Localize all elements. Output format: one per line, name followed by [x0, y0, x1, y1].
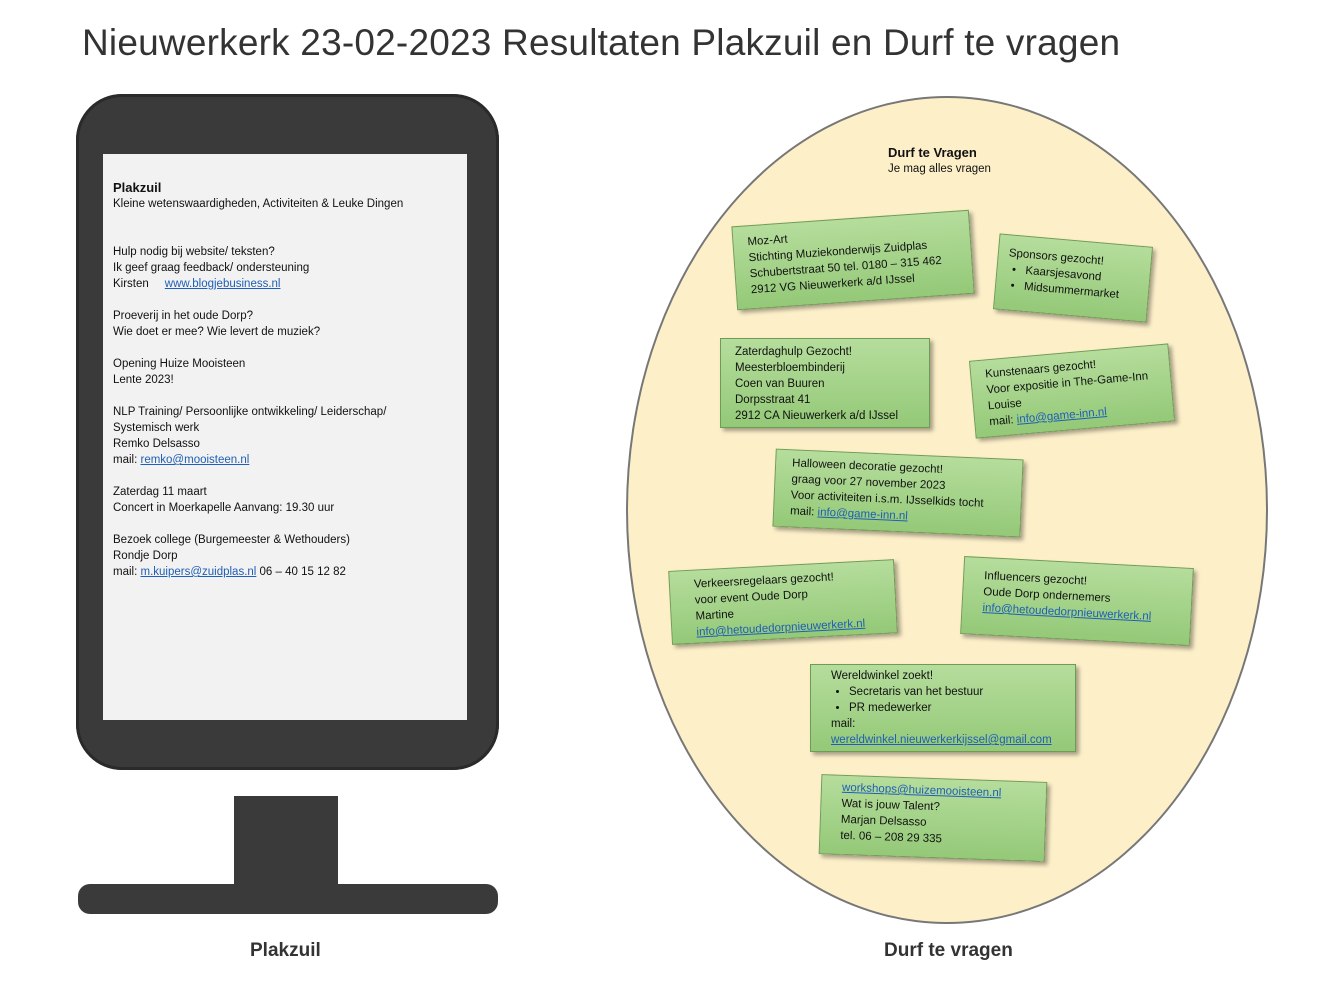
email-link[interactable]: remko@mooisteen.nl [140, 454, 250, 466]
note-wereldwinkel: Wereldwinkel zoekt! Secretaris van het b… [810, 664, 1076, 752]
plakzuil-screen [103, 154, 467, 720]
note-sponsors: Sponsors gezocht! Kaarsjesavond Midsumme… [992, 233, 1154, 323]
note-line: Dorpsstraat 41 [735, 394, 811, 406]
note-list-item: Secretaris van het bestuur [849, 684, 1055, 700]
text-line: Rondje Dorp [113, 550, 178, 562]
email-link[interactable]: wereldwinkel.nieuwerkerkijssel@gmail.com [831, 734, 1052, 746]
text-line: Opening Huize Mooisteen [113, 358, 246, 370]
text-line: NLP Training/ Persoonlijke ontwikkeling/… [113, 406, 387, 418]
email-link[interactable]: m.kuipers@zuidplas.nl [140, 566, 257, 578]
note-influencers: Influencers gezocht! Oude Dorp onderneme… [960, 556, 1194, 646]
mail-label: mail: [789, 505, 818, 519]
mail-label: mail: [113, 454, 141, 466]
text-line: Proeverij in het oude Dorp? [113, 310, 253, 322]
plakzuil-content: Plakzuil Kleine wetenswaardigheden, Acti… [113, 180, 463, 580]
text-line: Bezoek college (Burgemeester & Wethouder… [113, 534, 350, 546]
text-line: Wie doet er mee? Wie levert de muziek? [113, 326, 321, 338]
mail-label: mail: [831, 718, 856, 730]
note-line: Coen van Buuren [735, 378, 825, 390]
caption-plakzuil: Plakzuil [250, 940, 321, 961]
plakzuil-subheading: Kleine wetenswaardigheden, Activiteiten … [113, 198, 404, 210]
note-halloween: Halloween decoratie gezocht! graag voor … [772, 448, 1024, 538]
text-line: Concert in Moerkapelle Aanvang: 19.30 uu… [113, 502, 335, 514]
text-line: Zaterdag 11 maart [113, 486, 207, 498]
durf-subtitle: Je mag alles vragen [888, 163, 991, 175]
note-verkeersregelaars: Verkeersregelaars gezocht! voor event Ou… [668, 559, 898, 645]
note-moz-art: Moz-Art Stichting Muziekonderwijs Zuidpl… [731, 209, 975, 311]
text-line: Systemisch werk [113, 422, 200, 434]
note-line: Zaterdaghulp Gezocht! [735, 346, 852, 358]
text-name: Kirsten [113, 278, 149, 290]
plakzuil-stand-neck [234, 796, 338, 886]
note-line: 2912 CA Nieuwerkerk a/d IJssel [735, 410, 898, 422]
plakzuil-heading: Plakzuil [113, 180, 162, 195]
page-title: Nieuwerkerk 23-02-2023 Resultaten Plakzu… [82, 22, 1121, 63]
text-line: Lente 2023! [113, 374, 174, 386]
note-list-item: PR medewerker [849, 700, 1055, 716]
mail-label: mail: [988, 413, 1018, 429]
note-huize-mooisteen: workshops@huizemooisteen.nl Wat is jouw … [818, 774, 1048, 862]
website-link[interactable]: www.blogjebusiness.nl [164, 278, 281, 290]
note-zaterdaghulp: Zaterdaghulp Gezocht! Meesterbloembinder… [720, 338, 930, 428]
text-line: Remko Delsasso [113, 438, 200, 450]
phone-number: 06 – 40 15 12 82 [256, 566, 346, 578]
note-line: Meesterbloembinderij [735, 362, 845, 374]
email-link[interactable]: info@game-inn.nl [817, 506, 909, 523]
plakzuil-stand-base [78, 884, 498, 914]
text-line: Ik geef graag feedback/ ondersteuning [113, 262, 310, 274]
text-line: Hulp nodig bij website/ teksten? [113, 246, 275, 258]
note-line: Wereldwinkel zoekt! [831, 670, 934, 682]
mail-label: mail: [113, 566, 141, 578]
caption-durf-te-vragen: Durf te vragen [884, 940, 1013, 961]
durf-title: Durf te Vragen [888, 145, 977, 160]
